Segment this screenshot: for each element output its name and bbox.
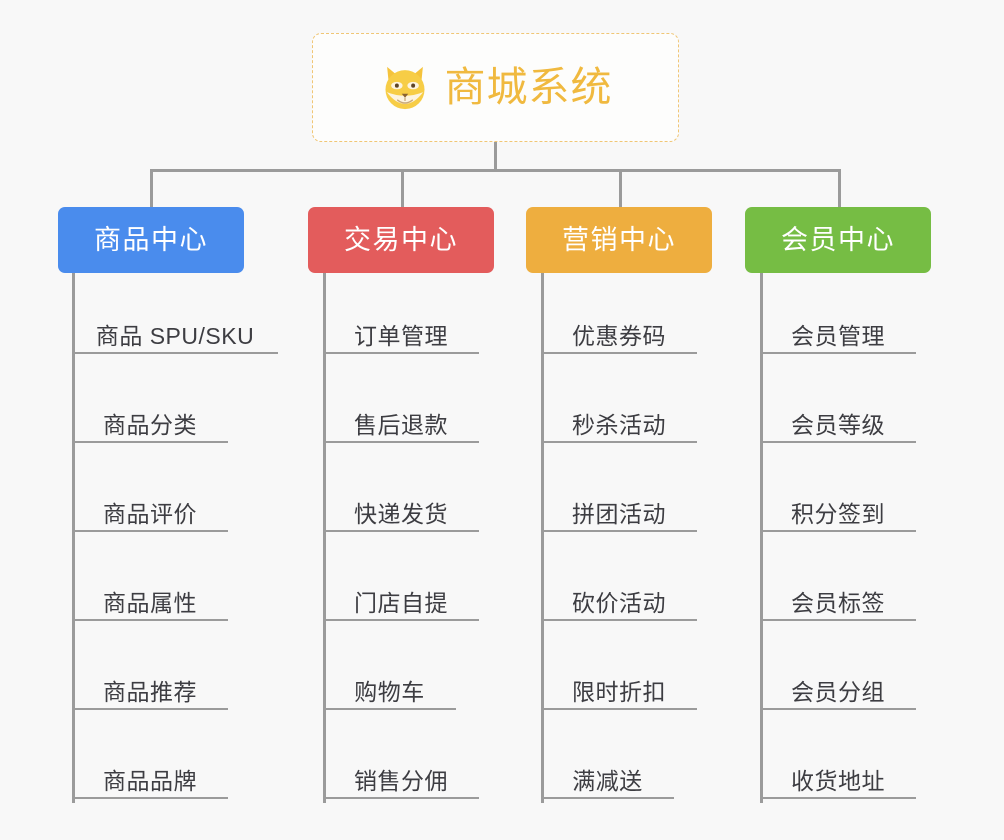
root-node[interactable]: 商城系统 (312, 33, 679, 142)
leaf-label: 会员等级 (791, 412, 885, 438)
leaf-item[interactable]: 会员等级 (760, 391, 916, 443)
leaf-label: 收货地址 (791, 768, 885, 794)
leaf-item[interactable]: 售后退款 (323, 391, 479, 443)
leaf-item[interactable]: 积分签到 (760, 480, 916, 532)
leaf-label: 商品品牌 (103, 768, 197, 794)
leaf-label: 会员管理 (791, 323, 885, 349)
category-label-1: 商品中心 (94, 224, 208, 255)
column-trunk-2 (323, 273, 326, 803)
shiba-dog-icon (385, 66, 424, 111)
leaf-label: 订单管理 (354, 323, 448, 349)
column-trunk-3 (541, 273, 544, 803)
leaf-label: 销售分佣 (354, 768, 448, 794)
leaf-label: 快递发货 (354, 501, 448, 527)
leaf-label: 购物车 (354, 679, 425, 705)
leaf-item[interactable]: 砍价活动 (541, 569, 697, 621)
category-label-3: 营销中心 (562, 224, 676, 255)
leaf-item[interactable]: 优惠券码 (541, 302, 697, 354)
leaf-label: 商品 SPU/SKU (95, 323, 255, 349)
column-trunk-4 (760, 273, 763, 803)
leaf-item[interactable]: 商品推荐 (72, 658, 228, 710)
leaf-label: 商品推荐 (103, 679, 197, 705)
leaf-label: 优惠券码 (572, 323, 666, 349)
connector-drop-4 (838, 169, 841, 209)
category-label-4: 会员中心 (781, 224, 895, 255)
connector-drop-3 (619, 169, 622, 209)
leaf-label: 商品评价 (103, 501, 197, 527)
leaf-item[interactable]: 快递发货 (323, 480, 479, 532)
leaf-item[interactable]: 订单管理 (323, 302, 479, 354)
connector-drop-2 (401, 169, 404, 209)
category-header-1[interactable]: 商品中心 (58, 207, 244, 273)
leaf-item[interactable]: 商品品牌 (72, 747, 228, 799)
leaf-item[interactable]: 秒杀活动 (541, 391, 697, 443)
category-label-2: 交易中心 (344, 224, 458, 255)
leaf-label: 满减送 (572, 768, 643, 794)
leaf-item[interactable]: 购物车 (323, 658, 456, 710)
leaf-item[interactable]: 商品属性 (72, 569, 228, 621)
leaf-label: 会员分组 (791, 679, 885, 705)
connector-bus (150, 169, 841, 172)
leaf-item[interactable]: 商品 SPU/SKU (72, 302, 278, 354)
leaf-label: 会员标签 (791, 590, 885, 616)
leaf-label: 拼团活动 (572, 501, 666, 527)
leaf-item[interactable]: 满减送 (541, 747, 674, 799)
connector-drop-1 (150, 169, 153, 209)
column-trunk-1 (72, 273, 75, 803)
leaf-item[interactable]: 限时折扣 (541, 658, 697, 710)
root-title: 商城系统 (444, 64, 613, 110)
leaf-label: 商品属性 (103, 590, 197, 616)
leaf-item[interactable]: 商品分类 (72, 391, 228, 443)
leaf-label: 商品分类 (103, 412, 197, 438)
leaf-item[interactable]: 拼团活动 (541, 480, 697, 532)
leaf-label: 门店自提 (354, 590, 448, 616)
leaf-label: 售后退款 (354, 412, 448, 438)
leaf-item[interactable]: 销售分佣 (323, 747, 479, 799)
leaf-label: 秒杀活动 (572, 412, 666, 438)
connector-root-stem (494, 142, 497, 172)
leaf-item[interactable]: 门店自提 (323, 569, 479, 621)
leaf-label: 限时折扣 (572, 679, 666, 705)
leaf-label: 砍价活动 (572, 590, 666, 616)
leaf-label: 积分签到 (791, 501, 885, 527)
category-header-2[interactable]: 交易中心 (308, 207, 494, 273)
leaf-item[interactable]: 商品评价 (72, 480, 228, 532)
leaf-item[interactable]: 收货地址 (760, 747, 916, 799)
leaf-item[interactable]: 会员标签 (760, 569, 916, 621)
category-header-3[interactable]: 营销中心 (526, 207, 712, 273)
leaf-item[interactable]: 会员管理 (760, 302, 916, 354)
leaf-item[interactable]: 会员分组 (760, 658, 916, 710)
category-header-4[interactable]: 会员中心 (745, 207, 931, 273)
